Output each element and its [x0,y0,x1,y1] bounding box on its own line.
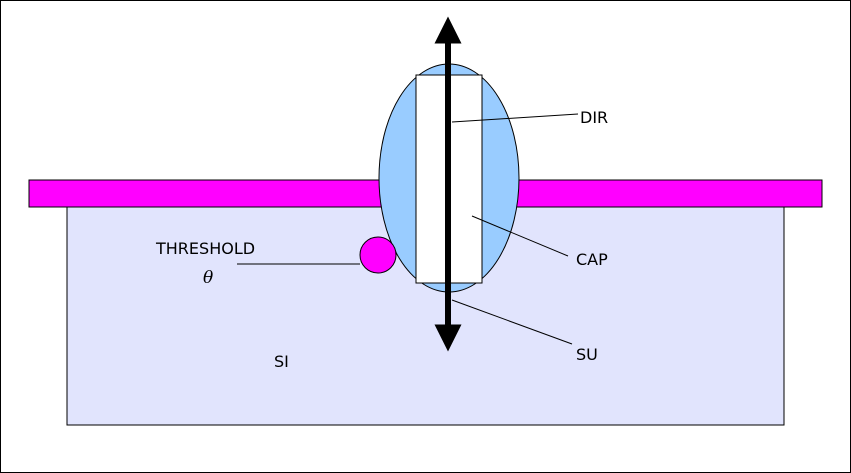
label-cap: CAP [576,250,608,269]
label-dir: DIR [580,108,608,127]
label-theta: θ [203,268,213,288]
label-su: SU [576,345,598,364]
threshold-particle [359,236,397,274]
label-si: SI [274,352,289,371]
leader-su [451,299,573,345]
leader-cap [471,215,569,257]
label-threshold: THRESHOLD [155,239,255,258]
leader-dir [451,113,579,123]
